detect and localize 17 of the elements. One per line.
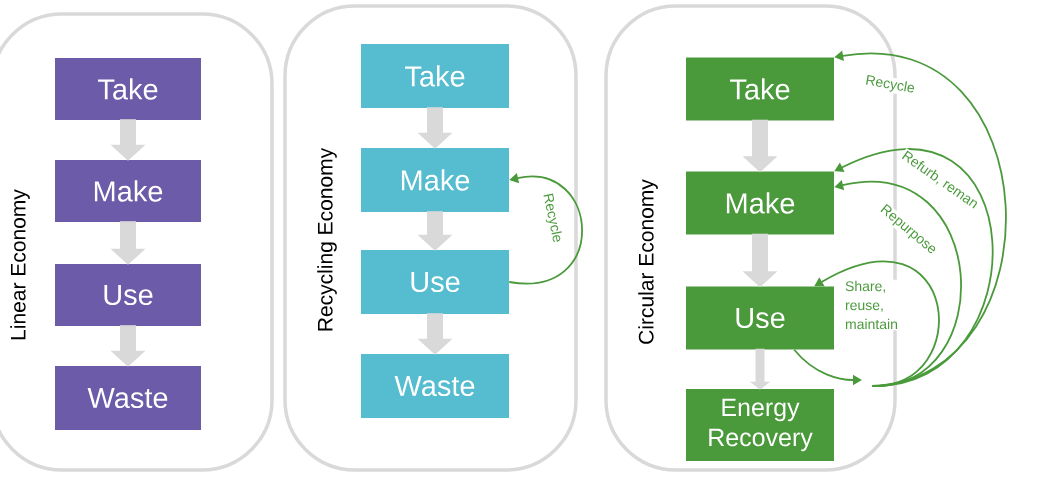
arrow bbox=[834, 149, 994, 387]
step-box: Take bbox=[361, 44, 509, 108]
step-box: Take bbox=[55, 58, 201, 120]
edge-label: Recycle bbox=[866, 74, 915, 93]
step-box: Use bbox=[361, 250, 509, 314]
edge-label: Share, reuse, maintain bbox=[845, 280, 897, 330]
step-box: Use bbox=[55, 264, 201, 326]
step-box: Waste bbox=[55, 366, 201, 430]
step-box: Energy Recovery bbox=[686, 389, 834, 461]
step-box: Make bbox=[686, 171, 834, 235]
edge-label: Recycle bbox=[543, 193, 562, 242]
step-box: Use bbox=[686, 286, 834, 350]
step-box: Make bbox=[55, 160, 201, 222]
step-box: Make bbox=[361, 148, 509, 212]
step-box: Waste bbox=[361, 354, 509, 418]
step-box: Take bbox=[686, 57, 834, 121]
arrow bbox=[814, 260, 940, 387]
